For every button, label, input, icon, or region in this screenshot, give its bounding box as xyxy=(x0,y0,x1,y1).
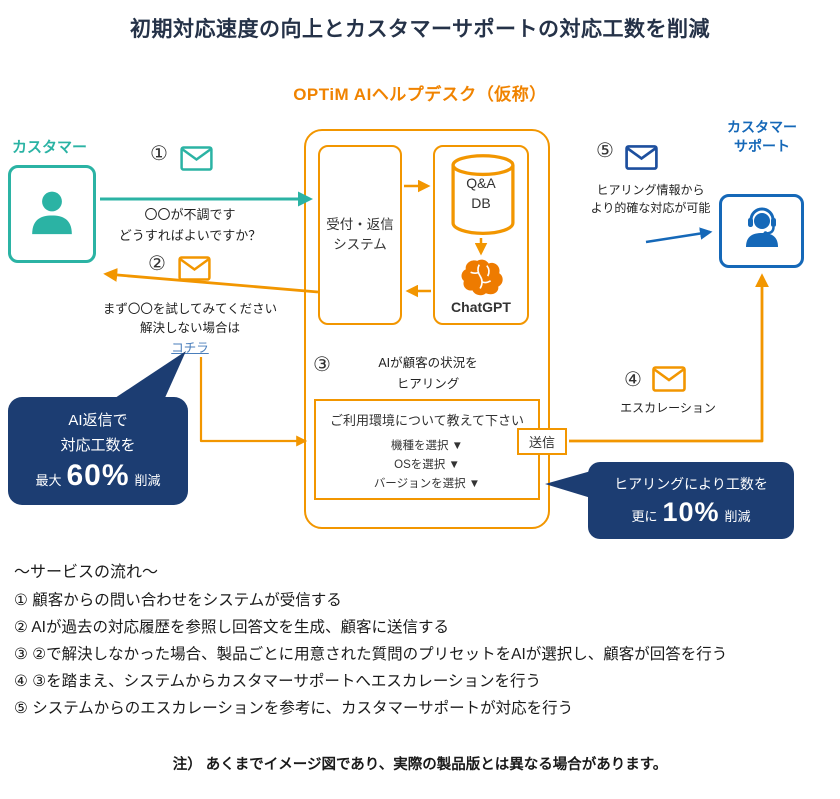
step5-badge: ⑤ xyxy=(596,140,614,162)
reception-reply-system-box: 受付・返信 システム xyxy=(318,145,402,325)
qa-db-label: Q&A DB xyxy=(466,175,496,212)
hearing-form-title: ご利用環境について教えて下さい xyxy=(330,413,524,428)
bubble-right-tail xyxy=(545,471,591,498)
hearing-description: AIが顧客の状況を ヒアリング xyxy=(378,356,478,392)
hearing-savings-bubble: ヒアリングにより工数を 更に 10% 削減 xyxy=(588,462,794,539)
kochira-link[interactable]: コチラ xyxy=(171,340,209,355)
support-box xyxy=(719,194,804,268)
flow-item-4: ④ ③を踏まえ、システムからカスタマーサポートへエスカレーションを行う xyxy=(14,673,542,690)
hearing-info-description: ヒアリング情報から より的確な対応が可能 xyxy=(590,183,711,215)
hearing-form-options: 機種を選択 ▼ OSを選択 ▼ バージョンを選択 ▼ xyxy=(316,437,538,494)
chatgpt-label: ChatGPT xyxy=(451,299,511,315)
mail-icon-step2 xyxy=(178,256,211,281)
support-label: カスタマー サポート xyxy=(727,119,797,154)
savings-60-percent: 最大 60% 削減 xyxy=(35,459,161,492)
device-select[interactable]: 機種を選択 ▼ xyxy=(390,440,464,452)
arrow-system-to-customer xyxy=(103,267,319,294)
flow-item-5: ⑤ システムからのエスカレーションを参考に、カスタマーサポートが対応を行う xyxy=(14,700,574,717)
support-agent-headset-icon xyxy=(738,205,786,258)
escalation-label: エスカレーション xyxy=(620,401,716,415)
customer-box xyxy=(8,165,96,263)
step4-badge: ④ xyxy=(624,369,642,391)
mail-icon-step4 xyxy=(652,366,686,392)
os-select[interactable]: OSを選択 ▼ xyxy=(394,458,460,471)
arrow-escalation-to-support xyxy=(569,273,769,443)
ai-reply-message: まず〇〇を試してみてください 解決しない場合は コチラ xyxy=(102,302,278,355)
customer-inquiry-message: 〇〇が不調です どうすればよいですか？ xyxy=(118,207,262,243)
flow-heading: 〜サービスの流れ〜 xyxy=(14,564,159,581)
customer-label: カスタマー xyxy=(12,139,88,156)
version-select[interactable]: バージョンを選択 ▼ xyxy=(373,477,481,490)
hearing-form-box: ご利用環境について教えて下さい 機種を選択 ▼ OSを選択 ▼ バージョンを選択… xyxy=(314,399,540,500)
product-name-heading: OPTiM AIヘルプデスク（仮称） xyxy=(293,85,547,104)
savings-10-percent: 更に 10% 削減 xyxy=(631,496,751,527)
flow-item-3: ③ ②で解決しなかった場合、製品ごとに用意された質問のプリセットをAIが選択し、… xyxy=(14,646,728,663)
qa-db-chatgpt-box: Q&A DB ChatGPT xyxy=(433,145,529,325)
flow-item-2: ② AIが過去の対応履歴を参照し回答文を生成、顧客に送信する xyxy=(14,619,449,636)
database-cylinder-icon xyxy=(446,152,520,243)
ai-helpdesk-system-boundary xyxy=(304,129,550,529)
step1-badge: ① xyxy=(150,143,168,165)
mail-icon-step1 xyxy=(180,146,213,171)
flow-item-1: ① 顧客からの問い合わせをシステムが受信する xyxy=(14,592,342,609)
bubble-left-tail xyxy=(112,351,186,400)
mail-icon-step5 xyxy=(625,145,658,170)
page-title: 初期対応速度の向上とカスタマーサポートの対応工数を削減 xyxy=(129,18,711,41)
step2-badge: ② xyxy=(148,253,166,275)
chatgpt-brain-icon xyxy=(458,257,508,304)
ai-reply-savings-bubble: AI返信で 対応工数を 最大 60% 削減 xyxy=(8,397,188,505)
customer-person-icon xyxy=(24,184,80,245)
step3-badge: ③ xyxy=(313,354,331,376)
disclaimer-note: 注） あくまでイメージ図であり、実際の製品版とは異なる場合があります。 xyxy=(172,757,668,773)
arrow-hearing-info-to-support xyxy=(645,227,713,244)
arrow-link-to-hearing-form xyxy=(199,357,308,447)
send-button[interactable]: 送信 xyxy=(517,428,567,455)
